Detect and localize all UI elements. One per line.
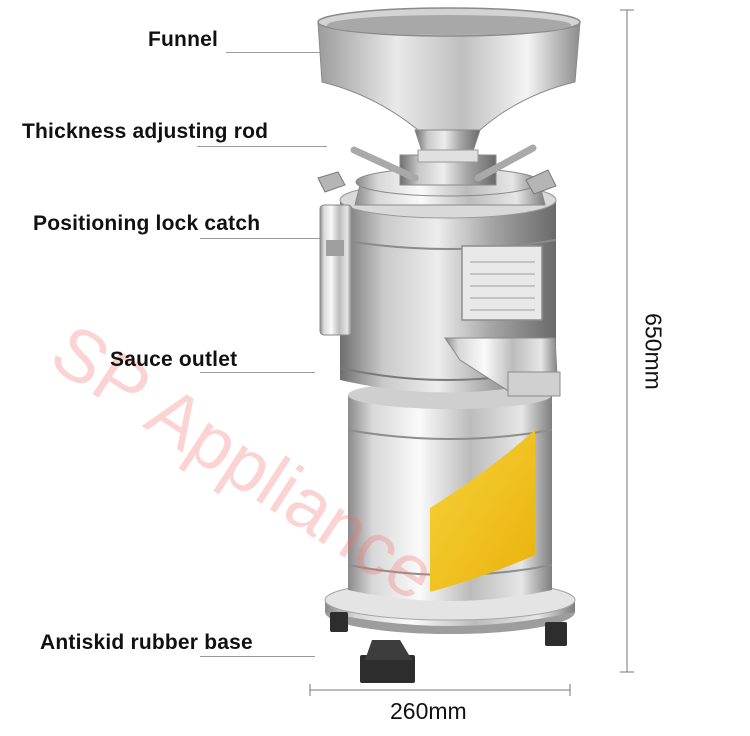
positioning-lock-catch: [319, 204, 353, 336]
funnel: [317, 21, 581, 131]
leader-sauce-outlet: [200, 372, 315, 373]
leader-funnel: [226, 52, 322, 53]
rubber-foot-left: [360, 655, 415, 683]
label-sauce-outlet: Sauce outlet: [110, 348, 238, 371]
wing-nut-left: [317, 171, 346, 193]
leader-positioning-lock-catch: [200, 238, 322, 239]
width-dimension-label: 260mm: [390, 698, 467, 724]
leader-antiskid-rubber-base: [200, 656, 315, 657]
yellow-label-panel: [430, 430, 535, 592]
leader-thickness-adjusting-rod: [197, 146, 327, 147]
label-thickness-adjusting-rod: Thickness adjusting rod: [22, 120, 269, 143]
thickness-adjusting-rod-right: [474, 144, 537, 182]
rubber-foot-back: [330, 612, 348, 632]
label-antiskid-rubber-base: Antiskid rubber base: [40, 631, 253, 654]
height-dimension-label: 650mm: [640, 313, 667, 390]
wing-nut-right: [525, 169, 557, 195]
label-funnel: Funnel: [148, 28, 219, 51]
thickness-adjusting-rod-left: [350, 146, 419, 182]
rubber-foot-right: [545, 622, 567, 646]
nameplate: [461, 245, 543, 321]
label-positioning-lock-catch: Positioning lock catch: [33, 212, 261, 235]
